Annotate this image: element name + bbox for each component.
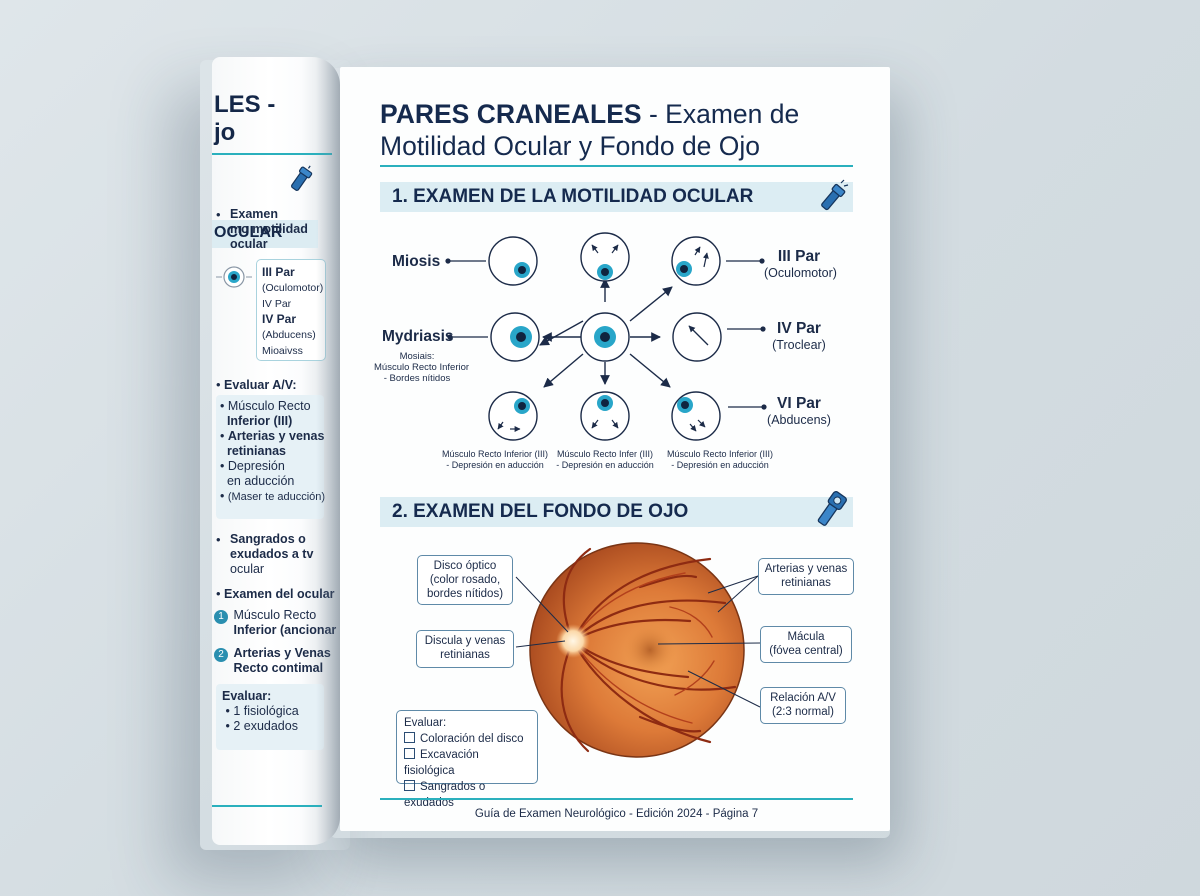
- left-numbered-2: 2 Arterias y Venas Recto contimal: [214, 646, 331, 676]
- left-evaluar-text: Evaluar: • 1 fisiológica • 2 exudados: [222, 689, 299, 733]
- checkbox-icon: [404, 748, 415, 759]
- left-evaluar-av: • Evaluar A/V:: [216, 377, 297, 392]
- label-arterias-venas: Arterias y venas retinianas: [758, 558, 854, 595]
- eye-mid-right: [672, 312, 722, 362]
- eye-bottom-center: [580, 391, 630, 441]
- eye-center: [580, 312, 630, 362]
- caption-center: Músculo Recto Infer (III)- Depresión en …: [556, 449, 654, 470]
- section2-band: 2. EXAMEN DEL FONDO DE OJO: [380, 491, 853, 527]
- evaluar-checklist: Evaluar: Coloración del disco Excavación…: [396, 710, 538, 809]
- eye-top-right: [671, 236, 721, 286]
- section2-title: 2. EXAMEN DEL FONDO DE OJO: [392, 501, 689, 522]
- eye-bottom-left: [488, 391, 538, 441]
- main-page: PARES CRANEALES - Examen de Motilidad Oc…: [340, 67, 890, 831]
- label-macula: Mácula (fóvea central): [760, 626, 852, 663]
- left-bullet-sangrados: • Sangrados o exudados a tv ocular: [216, 532, 314, 576]
- left-title-rule: [212, 153, 332, 155]
- page-title-line1: PARES CRANEALES - Examen de: [380, 99, 800, 129]
- label-vi-par: VI Par (Abducens): [767, 395, 831, 427]
- eye-bottom-right: [671, 391, 721, 441]
- label-mydriasis: Mydriasis: [382, 328, 454, 345]
- arrow-center-to-lower-right: [629, 353, 671, 388]
- left-av-panel: • Músculo Recto Inferior (III) • Arteria…: [216, 395, 326, 519]
- flashlight-icon: [821, 179, 849, 211]
- left-bullet-examen: • Examen mo motilidad ocular: [216, 207, 308, 251]
- arrow-center-to-lower-left: [543, 353, 584, 388]
- checkbox-icon: [404, 780, 415, 791]
- title-rule: [380, 165, 853, 167]
- eye-icon: [216, 266, 252, 288]
- arrow-center-to-upper-left: [539, 320, 584, 346]
- caption-left: Músculo Recto Inferior (III)- Depresión …: [441, 449, 549, 470]
- label-miosis: Miosis: [392, 253, 441, 270]
- flashlight-icon: [291, 165, 313, 191]
- evaluar-title: Evaluar:: [404, 717, 447, 729]
- caption-right: Músculo Recto Inferior (III)- Depresión …: [666, 449, 774, 470]
- checklist-item: Excavación fisiológica: [404, 748, 479, 777]
- label-relacion-av: Relación A/V (2:3 normal): [760, 687, 846, 724]
- macula: [624, 624, 676, 676]
- section1-title: 1. EXAMEN DE LA MOTILIDAD OCULAR: [392, 186, 754, 207]
- eye-top-center: [580, 232, 630, 282]
- fundus-diagram: [515, 542, 761, 758]
- label-discula: Discula y venas retinianas: [416, 630, 514, 668]
- left-footer-rule: [212, 805, 322, 807]
- eye-top-left: [488, 236, 538, 286]
- left-section-band: OCULAR: [212, 220, 318, 248]
- checkbox-icon: [404, 732, 415, 743]
- optic-disc: [556, 624, 590, 658]
- left-title-line1: LES -: [214, 91, 276, 118]
- page-footer: Guía de Examen Neurológico - Edición 202…: [474, 808, 759, 820]
- eye-mid-left: [490, 312, 540, 362]
- left-evaluar-box: Evaluar: • 1 fisiológica • 2 exudados: [216, 684, 324, 750]
- footer-rule: [380, 798, 853, 800]
- mydriasis-note: Mosiais: Músculo Recto Inferior - Bordes…: [374, 351, 470, 384]
- checklist-item: Sangrados o exudados: [404, 780, 486, 809]
- page-title-line2: Motilidad Ocular y Fondo de Ojo: [380, 131, 761, 161]
- checklist-item: Coloración del disco: [404, 731, 530, 747]
- rolled-page: LES - jo OCULAR • Examen mo motilidad oc…: [212, 57, 340, 845]
- left-title-line2: jo: [214, 119, 236, 146]
- label-iv-par: IV Par (Troclear): [772, 320, 826, 352]
- label-iii-par: III Par (Oculomotor): [764, 248, 837, 280]
- left-av-items: • Músculo Recto Inferior (III) • Arteria…: [220, 399, 326, 503]
- left-par-box: III Par (Oculomotor) IV Par IV Par (Abdu…: [256, 259, 326, 361]
- left-par-text: III Par (Oculomotor) IV Par IV Par (Abdu…: [262, 265, 324, 357]
- motility-diagram: [445, 232, 767, 441]
- left-section-title: OCULAR: [214, 224, 283, 241]
- ophthalmoscope-icon: [817, 491, 847, 526]
- label-disco-optico: Disco óptico (color rosado, bordes nítid…: [417, 555, 513, 605]
- page-curl-shade: [316, 57, 340, 845]
- left-bullet-examen-ocular: • Examen del ocular: [216, 586, 335, 601]
- left-numbered-1: 1 Músculo Recto Inferior (ancionar: [214, 608, 336, 638]
- section1-band: 1. EXAMEN DE LA MOTILIDAD OCULAR: [380, 179, 853, 212]
- arrow-center-to-upper-right: [629, 286, 673, 322]
